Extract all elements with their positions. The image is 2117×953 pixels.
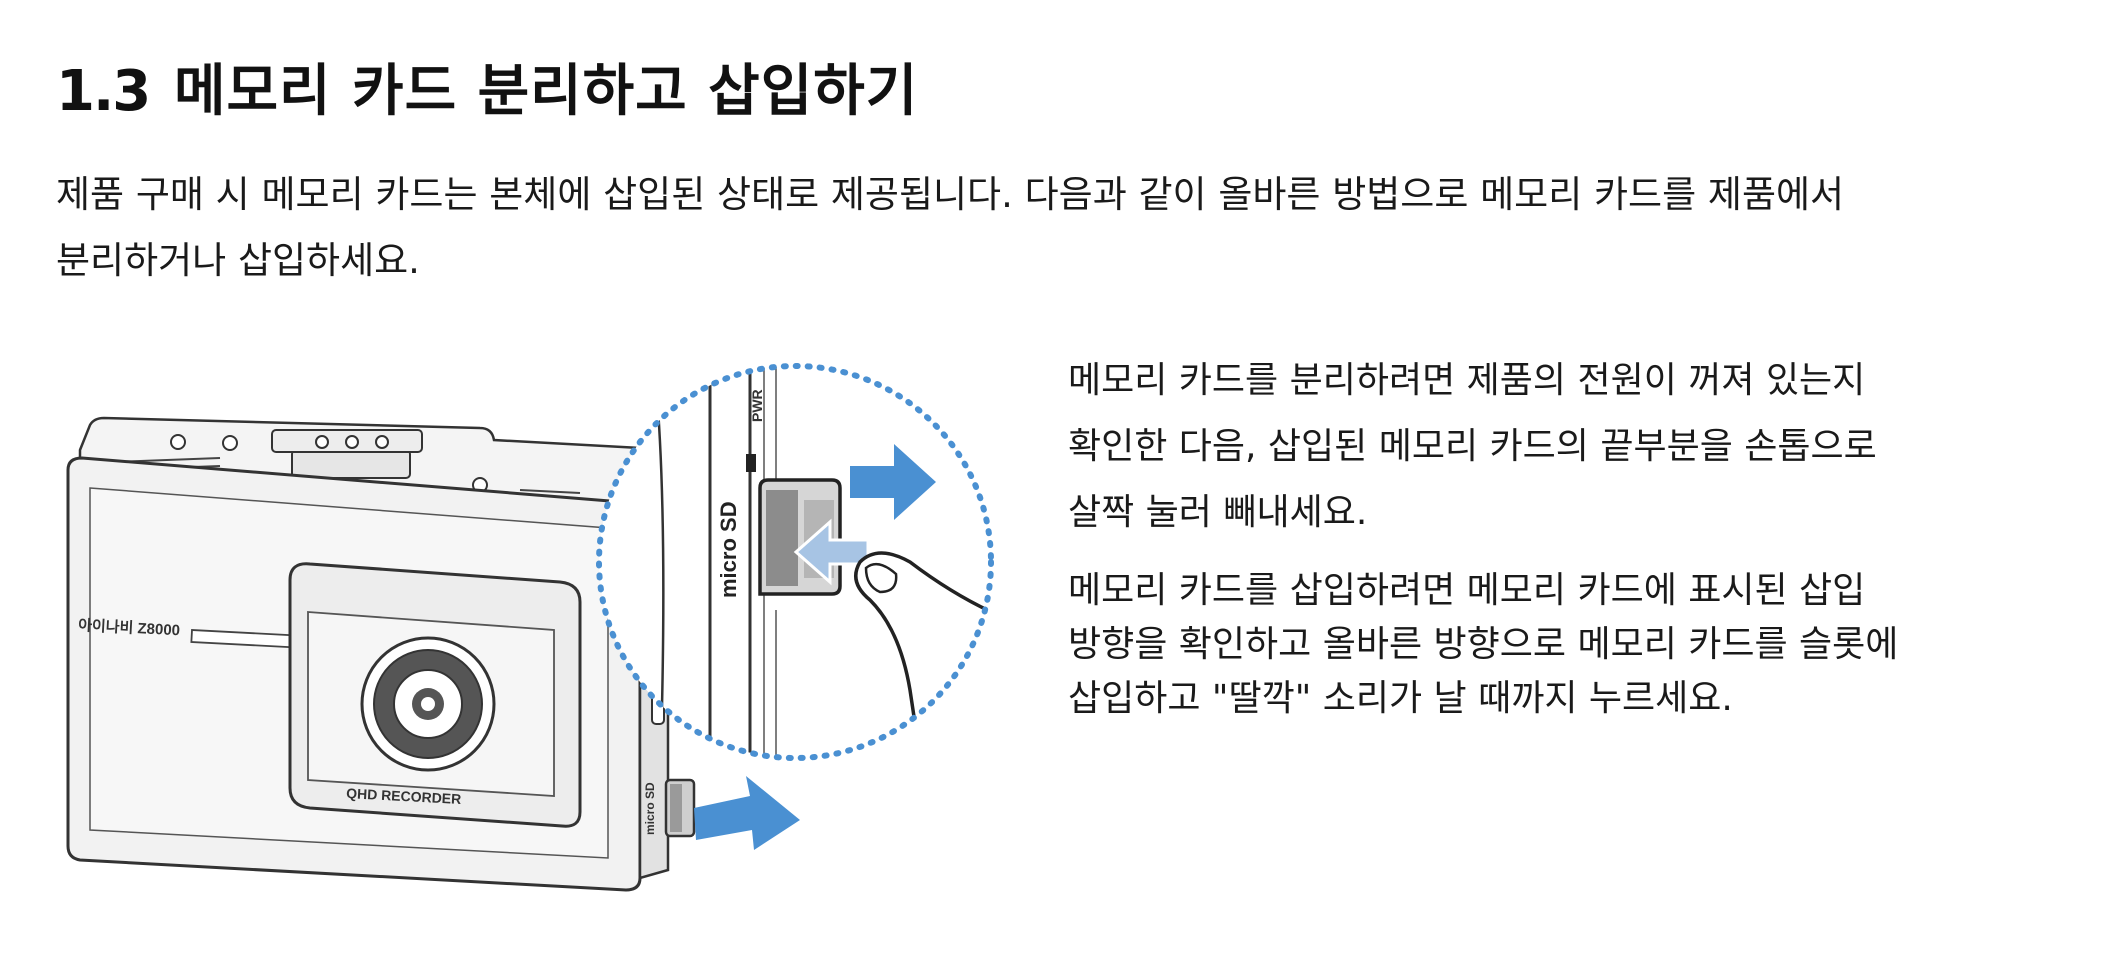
device-brand: 아이나비 Z8000 [78, 617, 181, 639]
zoom-detail: PWR micro SD [599, 366, 991, 758]
section-title: 메모리 카드 분리하고 삽입하기 [174, 59, 919, 124]
section-heading: 1.3 메모리 카드 분리하고 삽입하기 [56, 52, 918, 132]
section-number: 1.3 [56, 59, 151, 124]
side-slot-label: micro SD [643, 782, 657, 835]
power-label: PWR [749, 389, 765, 422]
instruction-line: 방향을 확인하고 올바른 방향으로 메모리 카드를 슬롯에 [1068, 624, 1899, 665]
top-button [315, 435, 329, 449]
instruction-line: 삽입하고 "딸깍" 소리가 날 때까지 누르세요. [1068, 678, 1733, 719]
remove-arrow-icon [694, 776, 800, 850]
instruction-line: 살짝 눌러 빼내세요. [1068, 492, 1368, 533]
pull-arrow-icon [850, 444, 936, 520]
slot-label: micro SD [716, 501, 741, 598]
lens-label: QHD RECORDER [346, 785, 462, 807]
insert-instructions: 메모리 카드를 삽입하려면 메모리 카드에 표시된 삽입 방향을 확인하고 올바… [1068, 564, 2068, 726]
zoom-circle [596, 363, 994, 761]
instruction-line: 확인한 다음, 삽입된 메모리 카드의 끝부분을 손톱으로 [1068, 426, 1877, 467]
lens-highlight [421, 697, 435, 711]
dashcam-drawing: 아이나비 Z8000 QHD RECORDER micro SD PWR mic… [66, 363, 994, 892]
intro-paragraph: 제품 구매 시 메모리 카드는 본체에 삽입된 상태로 제공됩니다. 다음과 같… [56, 162, 2066, 294]
small-sd-card-contacts [670, 784, 682, 832]
mount-bracket [291, 449, 411, 479]
remove-instructions: 메모리 카드를 분리하려면 제품의 전원이 꺼져 있는지 확인한 다음, 삽입된… [1068, 348, 2068, 546]
top-button [375, 435, 389, 449]
instruction-block: 메모리 카드를 분리하려면 제품의 전원이 꺼져 있는지 확인한 다음, 삽입된… [1068, 348, 2068, 726]
intro-line: 분리하거나 삽입하세요. [56, 239, 420, 282]
slot-card-mark [746, 454, 756, 472]
large-sd-card-contacts [766, 490, 798, 586]
memory-card-illustration: 아이나비 Z8000 QHD RECORDER micro SD PWR mic… [60, 330, 1040, 910]
intro-line: 제품 구매 시 메모리 카드는 본체에 삽입된 상태로 제공됩니다. 다음과 같… [56, 173, 1845, 216]
top-button [345, 435, 359, 449]
instruction-line: 메모리 카드를 분리하려면 제품의 전원이 꺼져 있는지 [1068, 360, 1866, 401]
instruction-line: 메모리 카드를 삽입하려면 메모리 카드에 표시된 삽입 [1068, 570, 1866, 611]
top-button [222, 435, 238, 451]
top-button [170, 434, 186, 450]
fingernail-icon [864, 562, 898, 594]
